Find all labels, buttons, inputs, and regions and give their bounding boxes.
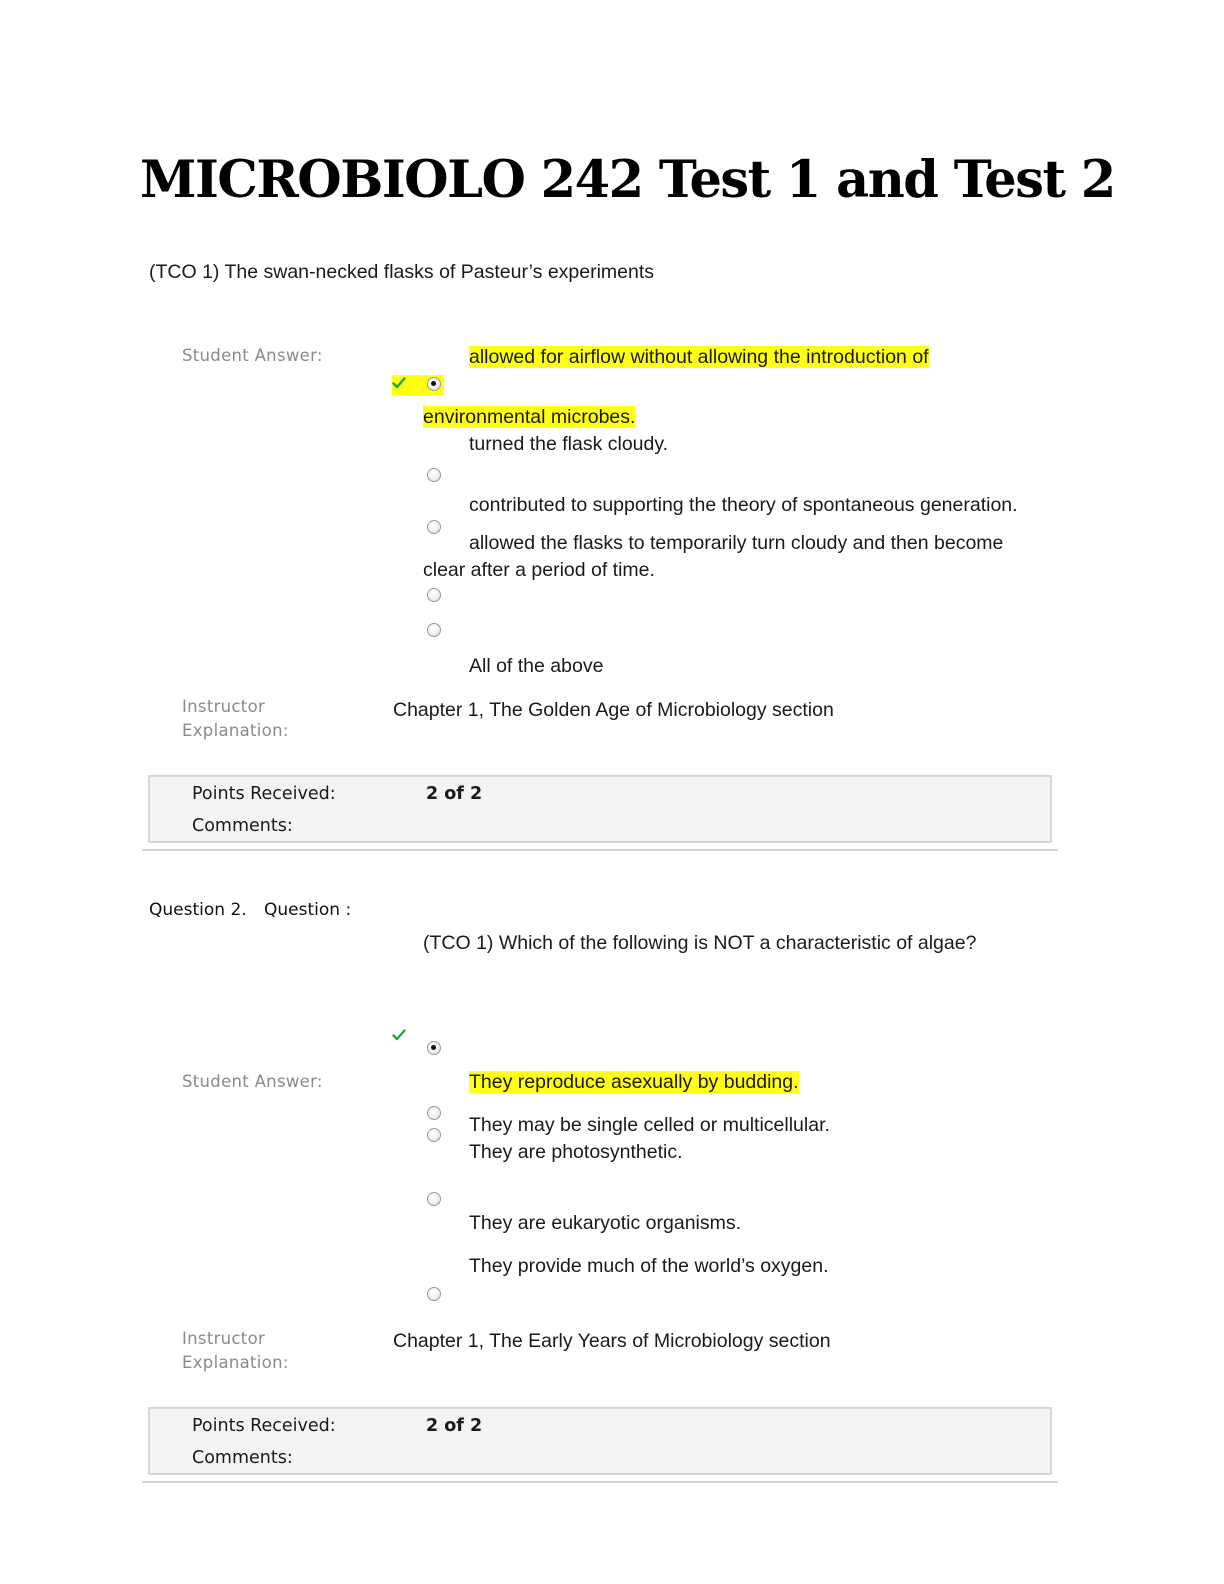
question-2-label: Question :	[264, 900, 352, 920]
q2-option-3-radio[interactable]	[427, 1128, 441, 1142]
q2-option-2-radio[interactable]	[427, 1106, 441, 1120]
instructor-explanation-label: Instructor Explanation:	[182, 1329, 289, 1372]
comments-label: Comments:	[192, 816, 293, 836]
q1-option-3-radio[interactable]	[427, 520, 441, 534]
question-2-number: Question 2.	[149, 900, 247, 920]
q2-option-1-text: They reproduce asexually by budding.	[469, 1071, 799, 1093]
q1-option-1-line1: allowed for airflow without allowing the…	[469, 346, 929, 368]
q1-option-5-radio[interactable]	[427, 623, 441, 637]
q2-explanation-text: Chapter 1, The Early Years of Microbiolo…	[393, 1330, 831, 1352]
points-received-label: Points Received:	[192, 784, 336, 804]
page-title: MICROBIOLO 242 Test 1 and Test 2	[140, 150, 1116, 210]
q1-option-1-line2: environmental microbes.	[423, 406, 636, 428]
question-divider	[142, 849, 1058, 851]
q2-option-5-text: They provide much of the world’s oxygen.	[469, 1255, 829, 1277]
student-answer-label: Student Answer:	[182, 1072, 323, 1091]
q2-option-5-radio[interactable]	[427, 1287, 441, 1301]
q1-option-4-line2: clear after a period of time.	[423, 559, 655, 581]
student-answer-label: Student Answer:	[182, 346, 323, 365]
question-1-text: (TCO 1) The swan-necked flasks of Pasteu…	[149, 261, 655, 283]
q2-option-4-text: They are eukaryotic organisms.	[469, 1212, 742, 1234]
q1-points-value: 2 of 2	[426, 784, 483, 804]
q1-option-4-radio[interactable]	[427, 588, 441, 602]
q1-option-2-radio[interactable]	[427, 468, 441, 482]
instructor-explanation-label: Instructor Explanation:	[182, 697, 289, 740]
correct-check-icon	[392, 377, 406, 389]
q1-points-box: Points Received: 2 of 2 Comments:	[148, 775, 1052, 843]
q1-option-3-text: contributed to supporting the theory of …	[469, 494, 1018, 516]
q2-option-1-radio[interactable]	[427, 1041, 441, 1055]
q2-points-box: Points Received: 2 of 2 Comments:	[148, 1407, 1052, 1475]
q2-points-value: 2 of 2	[426, 1416, 483, 1436]
q2-option-2-text: They may be single celled or multicellul…	[469, 1114, 830, 1136]
correct-check-icon	[392, 1029, 406, 1041]
points-received-label: Points Received:	[192, 1416, 336, 1436]
q2-option-3-text: They are photosynthetic.	[469, 1141, 683, 1163]
comments-label: Comments:	[192, 1448, 293, 1468]
question-divider	[142, 1481, 1058, 1483]
q1-option-2-text: turned the flask cloudy.	[469, 433, 669, 455]
question-2-text: (TCO 1) Which of the following is NOT a …	[423, 932, 977, 954]
q2-option-4-radio[interactable]	[427, 1192, 441, 1206]
q1-option-1-radio[interactable]	[427, 377, 441, 391]
q1-option-5-text: All of the above	[469, 655, 604, 677]
q1-option-4-line1: allowed the flasks to temporarily turn c…	[469, 532, 1004, 554]
q1-explanation-text: Chapter 1, The Golden Age of Microbiolog…	[393, 699, 834, 721]
